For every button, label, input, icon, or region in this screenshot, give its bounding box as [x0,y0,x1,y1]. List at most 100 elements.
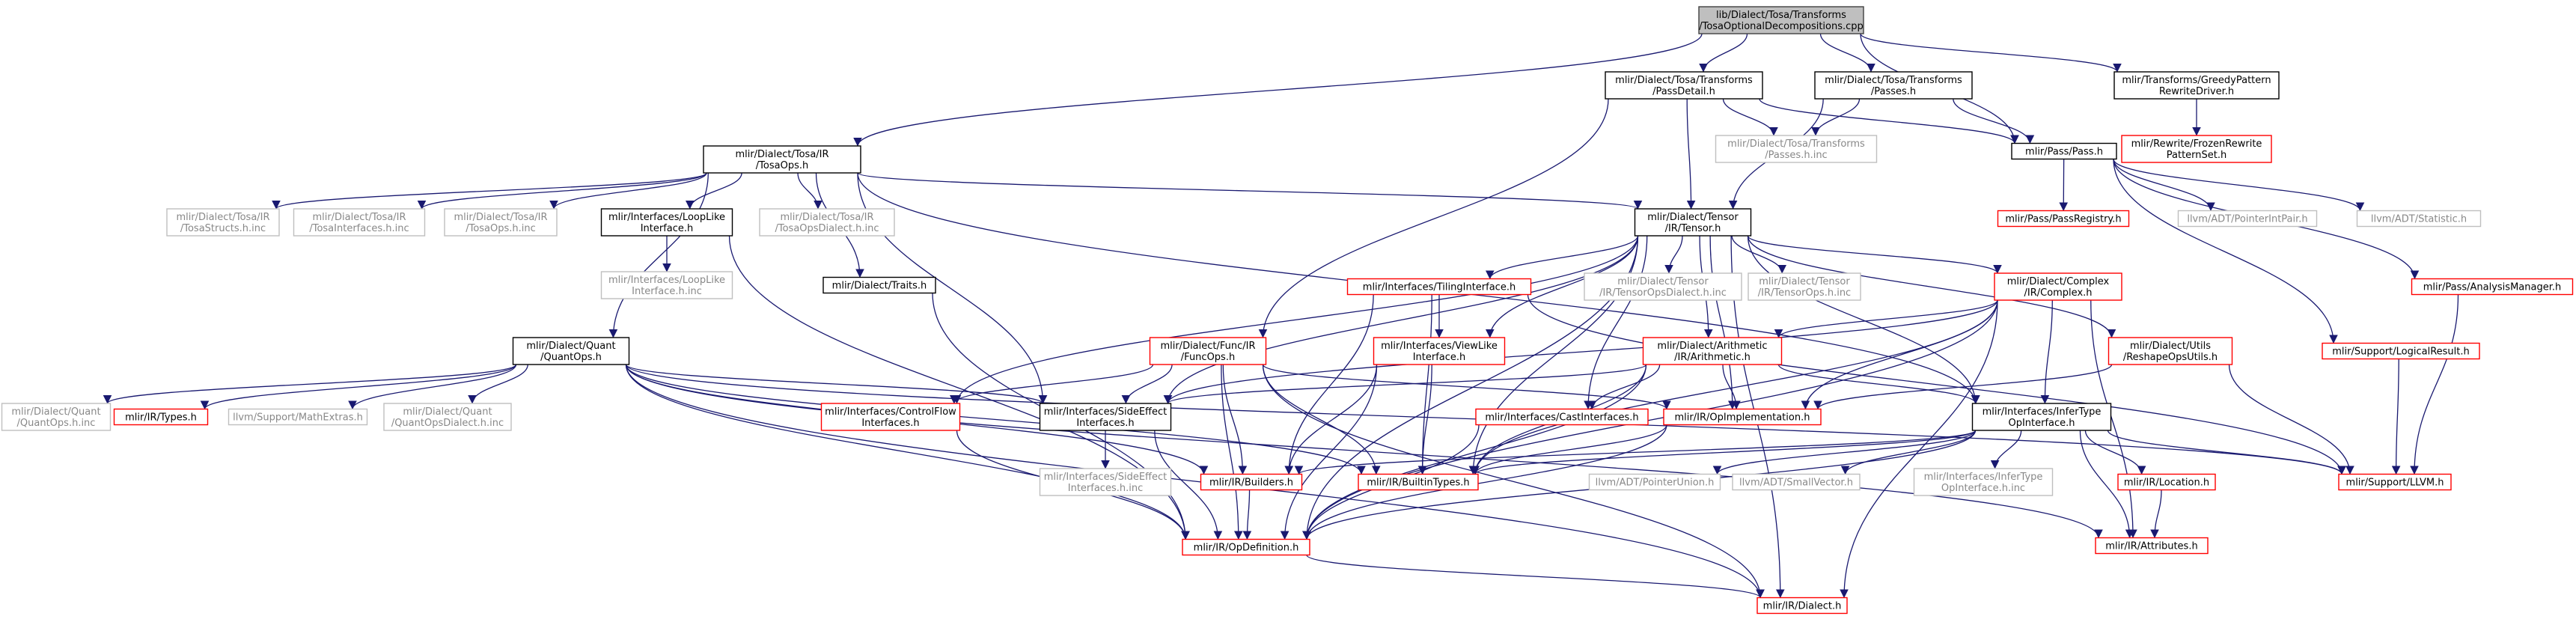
edge-tensor-to-tensoropsdialect [1664,235,1683,274]
node-box [2322,342,2480,360]
edge-viewlike-to-builtintypes [1417,364,1432,475]
node-logicalresult[interactable]: mlir/Support/LogicalResult.h [2322,342,2480,360]
edge-viewlike-to-builders [1284,364,1378,475]
node-label: mlir/Dialect/Tosa/Transforms [1727,138,1865,150]
node-label: mlir/Dialect/Tensor [1759,276,1850,287]
edge-infertype-to-builders [1295,430,1977,475]
edge-funcops-to-sideeffect [1121,364,1173,404]
node-root: lib/Dialect/Tosa/Transforms/TosaOptional… [1698,6,1864,34]
edge-quantops-to-irtypes [200,364,517,410]
node-box [1748,272,1861,301]
node-tilinginterface[interactable]: mlir/Interfaces/TilingInterface.h [1346,278,1532,296]
node-box [1039,468,1172,496]
node-smallvector: llvm/ADT/SmallVector.h [1732,473,1861,491]
node-box [1346,278,1532,296]
node-box [2117,473,2216,491]
edge-passdetail-to-passh [1759,98,2019,144]
node-box [1994,272,2122,301]
node-label: /ReshapeOpsUtils.h [2123,352,2218,363]
edge-tensor-to-tensoropsinc [1731,235,1787,274]
node-label: mlir/Pass/AnalysisManager.h [2423,282,2561,293]
node-label: mlir/Dialect/Tosa/IR [735,149,828,160]
node-reshapeutils[interactable]: mlir/Dialect/Utils/ReshapeOpsUtils.h [2108,337,2233,365]
node-opdef[interactable]: mlir/IR/OpDefinition.h [1182,538,1310,556]
node-location[interactable]: mlir/IR/Location.h [2117,473,2216,491]
node-attributes[interactable]: mlir/IR/Attributes.h [2095,537,2209,555]
node-passdetail[interactable]: mlir/Dialect/Tosa/Transforms/PassDetail.… [1605,71,1763,100]
node-opimpl[interactable]: mlir/IR/OpImplementation.h [1663,408,1822,426]
edge-tosaops-to-looplike [685,172,742,210]
edge-tensor-to-complex [1747,235,2002,274]
node-arith[interactable]: mlir/Dialect/Arithmetic/IR/Arithmetic.h [1642,337,1783,365]
node-label: Interface.h [641,223,694,234]
edge-quantops-to-attributes [625,364,2103,539]
node-analysismanager[interactable]: mlir/Pass/AnalysisManager.h [2411,278,2574,296]
node-pointerunion: llvm/ADT/PointerUnion.h [1588,473,1721,491]
node-dialect[interactable]: mlir/IR/Dialect.h [1756,597,1848,615]
node-box [1200,473,1303,491]
node-greedy[interactable]: mlir/Transforms/GreedyPatternRewriteDriv… [2113,71,2280,100]
edge-passh-to-pointerintpair [2113,159,2215,212]
node-castinterfaces[interactable]: mlir/Interfaces/CastInterfaces.h [1475,408,1649,426]
node-box [1971,403,2112,431]
node-mathextras: llvm/Support/MathExtras.h [228,408,368,426]
edge-sideeffect-to-opdef [1154,430,1223,540]
node-label: mlir/Interfaces/SideEffect [1044,472,1168,483]
node-label: /Passes.h.inc [1765,150,1827,161]
node-label: /IR/Complex.h [2024,287,2092,299]
node-passh[interactable]: mlir/Pass/Pass.h [2011,142,2117,160]
node-builtintypes[interactable]: mlir/IR/BuiltinTypes.h [1358,473,1479,491]
edge-infertype-to-attributes [2079,430,2134,539]
node-label: Interfaces.h.inc [1068,483,1143,494]
node-label: /TosaInterfaces.h.inc [309,223,409,234]
edge-arith-to-infertype [1777,364,1980,404]
node-complex[interactable]: mlir/Dialect/Complex/IR/Complex.h [1994,272,2122,301]
edge-funcops-to-dialect [1262,364,1765,599]
node-passregistry[interactable]: mlir/Pass/PassRegistry.h [1997,210,2130,228]
node-tensor[interactable]: mlir/Dialect/Tensor/IR/Tensor.h [1634,208,1752,237]
node-irtypes[interactable]: mlir/IR/Types.h [113,408,209,426]
node-llvmh[interactable]: mlir/Support/LLVM.h [2338,473,2452,491]
node-label: mlir/IR/Dialect.h [1763,601,1842,612]
edge-root-to-tosaops [853,33,1703,147]
node-box [1732,473,1861,491]
node-label: mlir/Interfaces/CastInterfaces.h [1485,412,1638,424]
node-infertypeinc: mlir/Interfaces/InferTypeOpInterface.h.i… [1913,468,2054,496]
node-label: mlir/Rewrite/FrozenRewrite [2131,138,2262,150]
node-traits[interactable]: mlir/Dialect/Traits.h [822,276,936,294]
node-label: mlir/Dialect/Quant [11,406,100,418]
node-label: mlir/Interfaces/ViewLike [1381,341,1498,352]
node-label: Interface.h [1413,352,1466,363]
node-funcops[interactable]: mlir/Dialect/Func/IR/FuncOps.h [1149,337,1267,365]
node-passes[interactable]: mlir/Dialect/Tosa/Transforms/Passes.h [1814,71,1973,100]
edge-tosaops-to-quantops [608,172,709,338]
node-label: /FuncOps.h [1181,352,1235,363]
node-quantops[interactable]: mlir/Dialect/Quant/QuantOps.h [512,337,630,365]
node-label: mlir/Interfaces/LoopLike [608,212,725,223]
node-quantdialectinc: mlir/Dialect/Quant/QuantOpsDialect.h.inc [383,403,512,431]
node-box [820,403,961,431]
edge-passes-to-passesinc [1811,98,1861,136]
edge-funcops-to-opimpl [1262,364,1671,410]
edge-arith-to-opimpl [1722,364,1741,410]
node-label: mlir/Interfaces/LoopLike [608,275,725,286]
node-box [512,337,630,365]
node-label: /IR/TensorOps.h.inc [1758,287,1851,299]
node-label: mlir/Support/LLVM.h [2346,478,2444,489]
node-box [2177,210,2318,228]
node-builders[interactable]: mlir/IR/Builders.h [1200,473,1303,491]
node-box [2011,142,2117,160]
node-label: /QuantOps.h [540,352,602,363]
edge-tensor-to-castinterfaces [1584,235,1648,410]
node-box [1814,71,1973,100]
node-box [1663,408,1822,426]
node-label: mlir/IR/BuiltinTypes.h [1367,478,1469,489]
node-tosaops[interactable]: mlir/Dialect/Tosa/IR/TosaOps.h [703,145,861,174]
